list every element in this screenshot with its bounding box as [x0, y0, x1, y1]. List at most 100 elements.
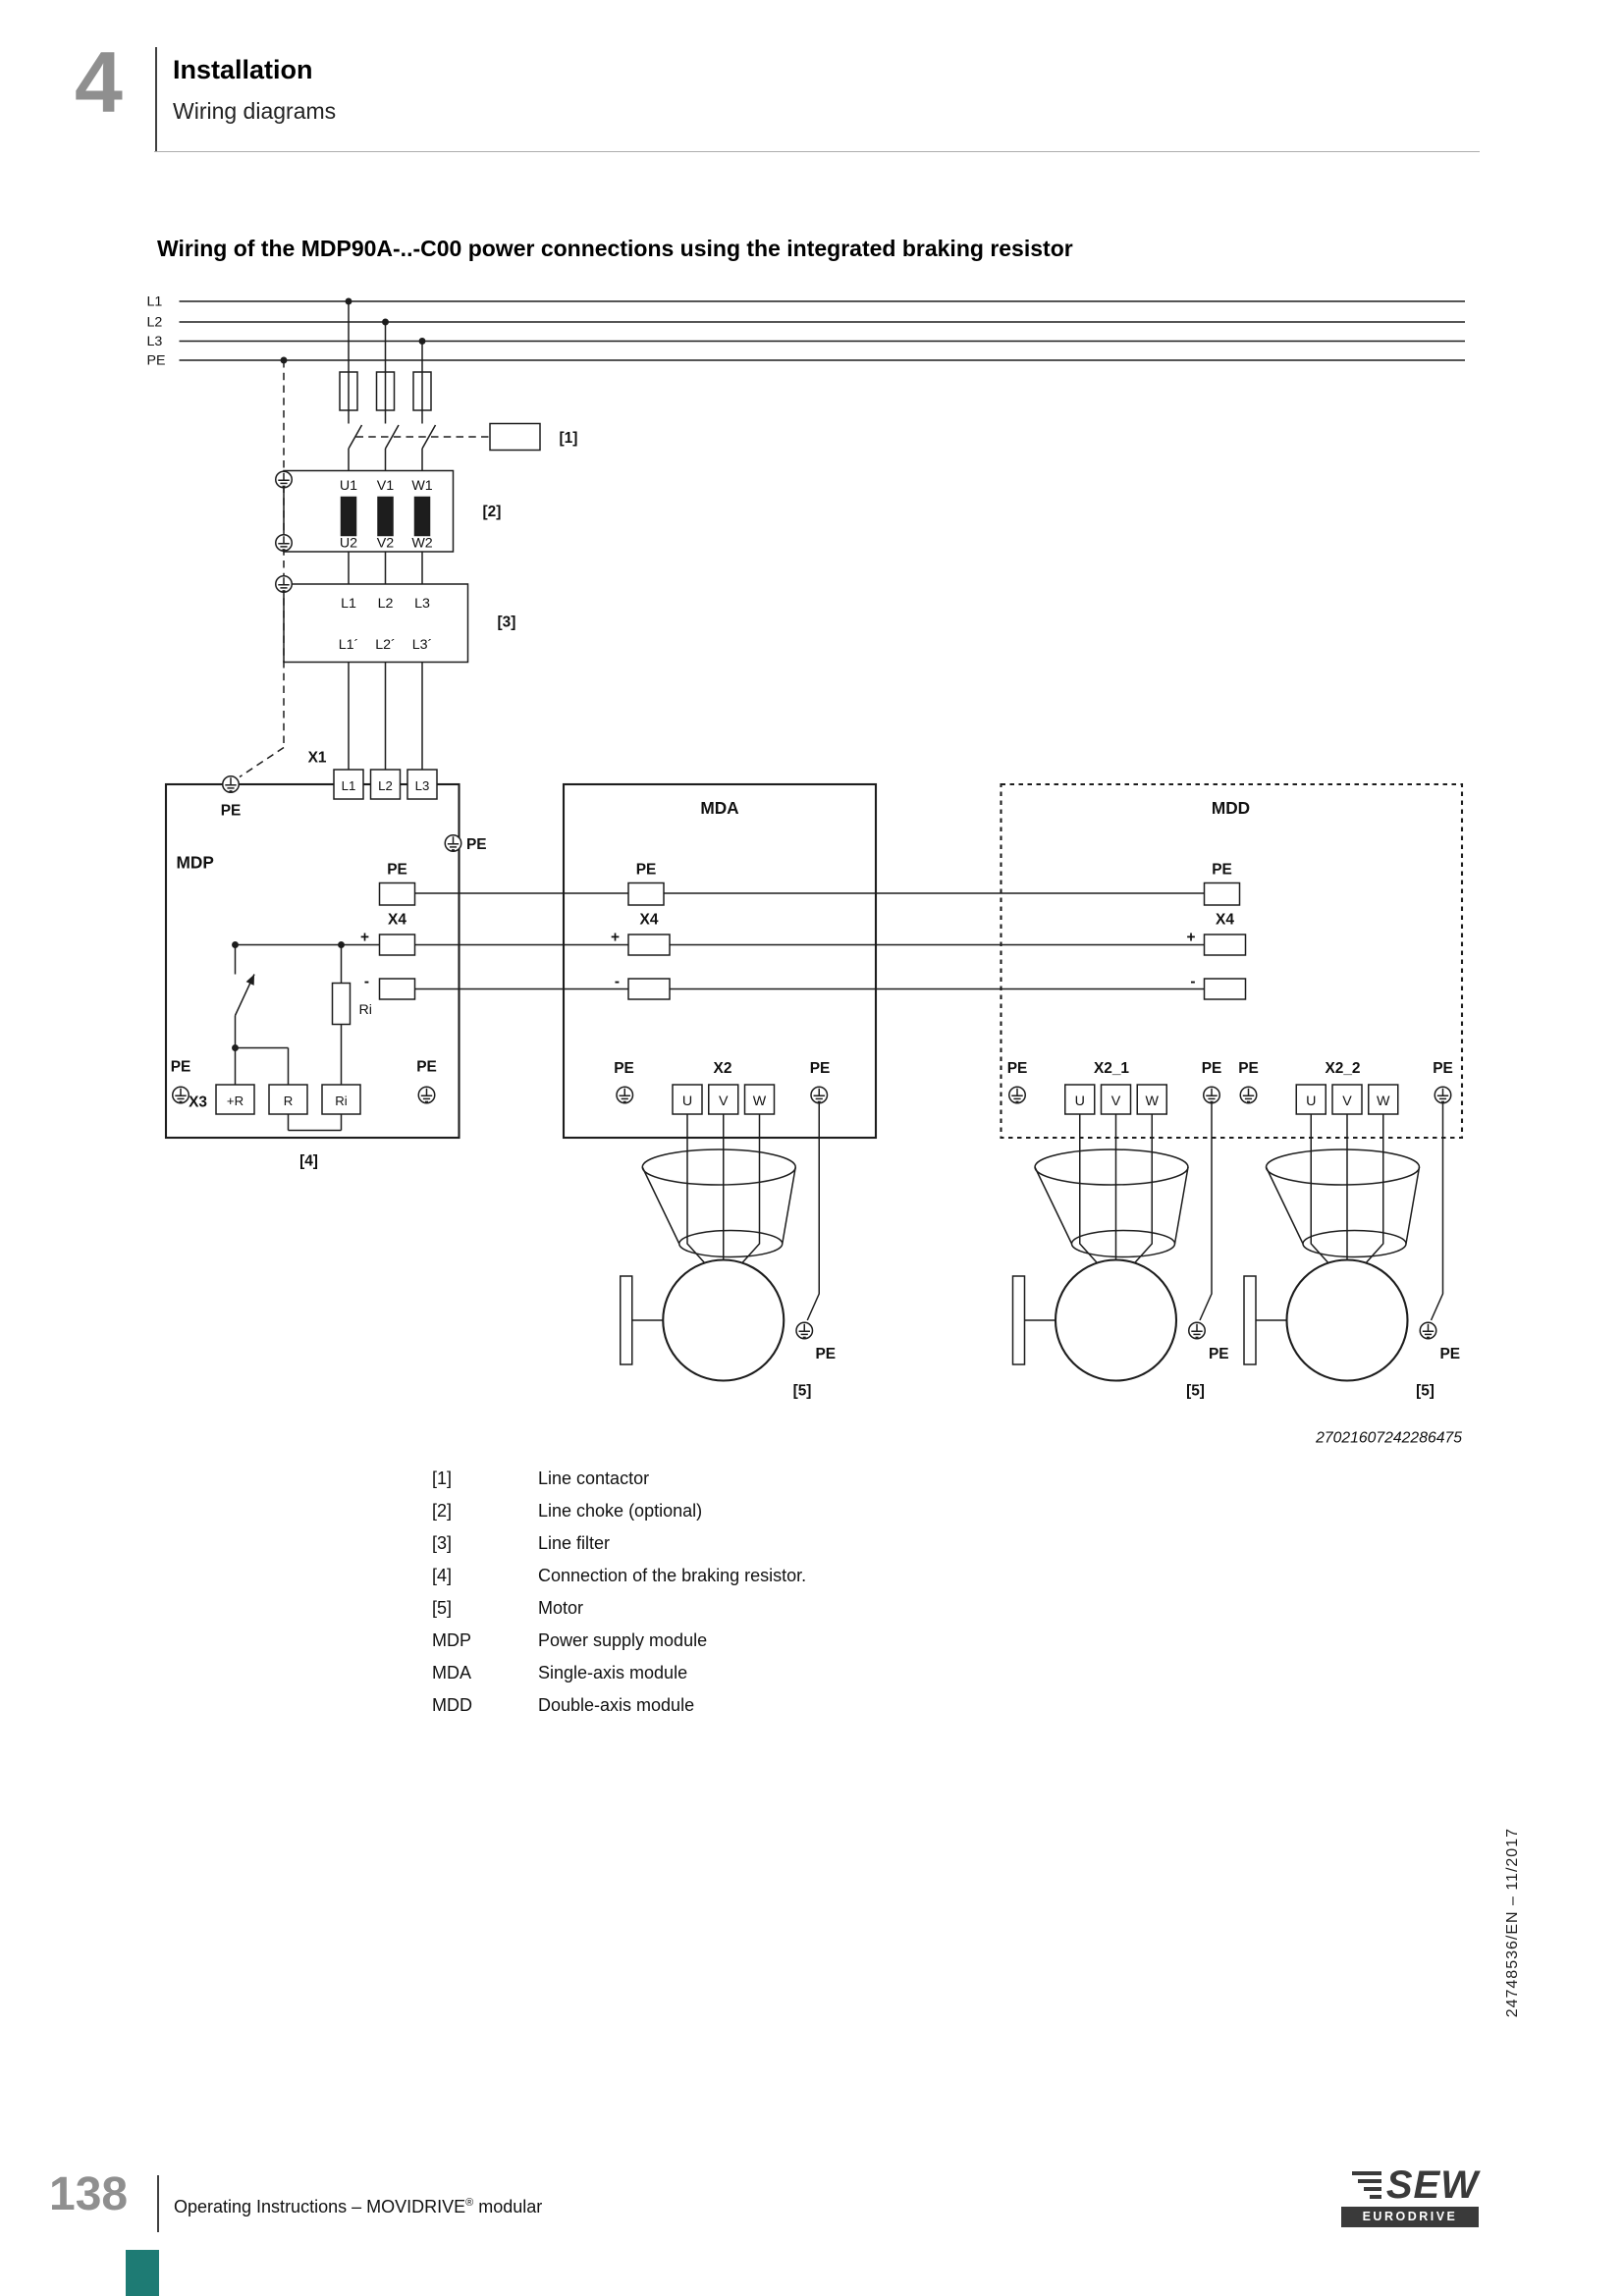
- x2-terminal-u: [672, 1084, 703, 1115]
- x3-label-ri: Ri: [335, 1094, 348, 1108]
- connector-x4-label: X4: [388, 912, 406, 929]
- chapter-title: Installation: [173, 55, 313, 84]
- legend-key: [2]: [432, 1501, 453, 1521]
- filter-label-l1p: L1´: [339, 637, 359, 653]
- x3-label-plusr: +R: [227, 1094, 244, 1108]
- eurodrive-logo-text: EURODRIVE: [1341, 2207, 1479, 2227]
- earth-icon: [275, 575, 293, 593]
- pe-label: PE: [416, 1059, 437, 1076]
- legend-key: [3]: [432, 1533, 453, 1553]
- pe-label: PE: [1212, 862, 1232, 879]
- module-label-mdp: MDP: [177, 853, 214, 873]
- pe-label: PE: [636, 862, 657, 879]
- fuses-and-line-contactor: [1]: [339, 301, 578, 471]
- document-id-sidebar: 24748536/EN – 11/2017: [1504, 1828, 1521, 2018]
- resistor-ri: [331, 982, 352, 1026]
- legend-key: [5]: [432, 1598, 453, 1618]
- legend-row: MDP Power supply module: [432, 1625, 806, 1657]
- legend-key: MDP: [432, 1630, 471, 1650]
- filter-label-l2: L2: [378, 596, 394, 612]
- terminal-label-w: W: [1146, 1094, 1160, 1109]
- figure-number: 27021607242286475: [1315, 1430, 1462, 1447]
- choke-label-v2: V2: [377, 536, 395, 552]
- callout-5: [5]: [793, 1383, 812, 1400]
- callout-5: [5]: [1186, 1383, 1205, 1400]
- terminal-label-u: U: [1306, 1094, 1316, 1109]
- x4-plus-box: [627, 934, 671, 956]
- filter-label-l3p: L3´: [412, 637, 433, 653]
- legend-desc: Single-axis module: [538, 1663, 688, 1682]
- terminal-label-v: V: [1111, 1094, 1121, 1109]
- plus-label: +: [611, 930, 620, 946]
- rail-label-l1: L1: [147, 294, 163, 310]
- connector-x2-1-label: X2_1: [1094, 1060, 1129, 1077]
- pe-label: PE: [1440, 1346, 1461, 1362]
- callout-4: [4]: [299, 1153, 318, 1170]
- terminal-label-v: V: [1342, 1094, 1352, 1109]
- minus-label: -: [615, 974, 620, 990]
- contactor-coil: [489, 422, 541, 452]
- sew-logo-text: SEW: [1385, 2163, 1479, 2207]
- filter-label-l1: L1: [341, 596, 356, 612]
- fuse: [412, 371, 432, 411]
- bus-lines: [414, 892, 1205, 990]
- module-label-mdd: MDD: [1212, 798, 1250, 818]
- terminal-label-w: W: [753, 1094, 767, 1109]
- connector-x4-label: X4: [1216, 912, 1234, 929]
- choke-label-w2: W2: [411, 536, 432, 552]
- line-choke: U1 V1 W1 U2 V2 W2 [2]: [275, 469, 501, 553]
- pe-label: PE: [221, 803, 242, 820]
- x2-2-terminal-v: [1331, 1084, 1363, 1115]
- braking-chopper-switch: [234, 944, 255, 1085]
- mdd-module: MDD PE X4 + - X2_1 PE PE U V W PE [5] X2…: [1000, 782, 1464, 1400]
- earth-icon: [444, 834, 462, 852]
- x3-terminal-r: [268, 1084, 308, 1115]
- x1-terminal-l2: L2: [378, 778, 393, 793]
- x4-minus-box: [1203, 978, 1247, 1000]
- legend-row: MDD Double-axis module: [432, 1689, 806, 1722]
- pe-label: PE: [387, 862, 407, 879]
- terminal-box-l3: [406, 769, 438, 800]
- pe-label: PE: [1238, 1060, 1259, 1077]
- rail-label-l3: L3: [147, 334, 163, 349]
- legend-desc: Line filter: [538, 1533, 611, 1553]
- x2-1-terminal-v: [1100, 1084, 1132, 1115]
- plus-label: +: [1186, 930, 1195, 946]
- footer-divider: [157, 2175, 159, 2232]
- choke-winding: [377, 496, 394, 537]
- legend-row: MDA Single-axis module: [432, 1657, 806, 1689]
- pe-terminal-box: [1203, 881, 1241, 906]
- terminal-label-u: U: [682, 1094, 692, 1109]
- callout-1: [1]: [560, 430, 578, 447]
- legend-row: [3] Line filter: [432, 1527, 806, 1560]
- choke-winding: [413, 496, 431, 537]
- pe-label: PE: [614, 1060, 634, 1077]
- terminal-box-l2: [369, 769, 402, 800]
- choke-label-u2: U2: [340, 536, 357, 552]
- power-rails: L1 L2 L3 PE: [147, 294, 1465, 369]
- legend-desc: Connection of the braking resistor.: [538, 1566, 807, 1585]
- terminal-box-l1: [333, 769, 364, 800]
- connector-x3-label: X3: [189, 1095, 207, 1111]
- sew-eurodrive-logo: SEW EURODRIVE: [1341, 2165, 1479, 2227]
- legend-desc: Motor: [538, 1598, 584, 1618]
- pe-label: PE: [810, 1060, 831, 1077]
- x3-terminal-plusr: [215, 1084, 255, 1115]
- page-corner-marker: [126, 2250, 159, 2296]
- registered-mark: ®: [465, 2197, 474, 2209]
- earth-icon: [417, 1086, 436, 1104]
- x2-terminal-w: [743, 1084, 776, 1115]
- x4-minus-box: [627, 978, 671, 1000]
- legend-row: [2] Line choke (optional): [432, 1495, 806, 1527]
- rail-label-l2: L2: [147, 315, 163, 331]
- motor-assembly: [617, 1087, 828, 1380]
- footer-text: Operating Instructions – MOVIDRIVE® modu…: [174, 2197, 542, 2217]
- legend-row: [1] Line contactor: [432, 1463, 806, 1495]
- fuse: [375, 371, 396, 411]
- callout-5: [5]: [1416, 1383, 1435, 1400]
- line-filter: L1 L2 L3 L1´ L2´ L3´ [3]: [275, 552, 515, 770]
- chapter-number: 4: [75, 33, 123, 131]
- footer-instructions-suffix: modular: [473, 2197, 543, 2216]
- legend-desc: Line choke (optional): [538, 1501, 703, 1521]
